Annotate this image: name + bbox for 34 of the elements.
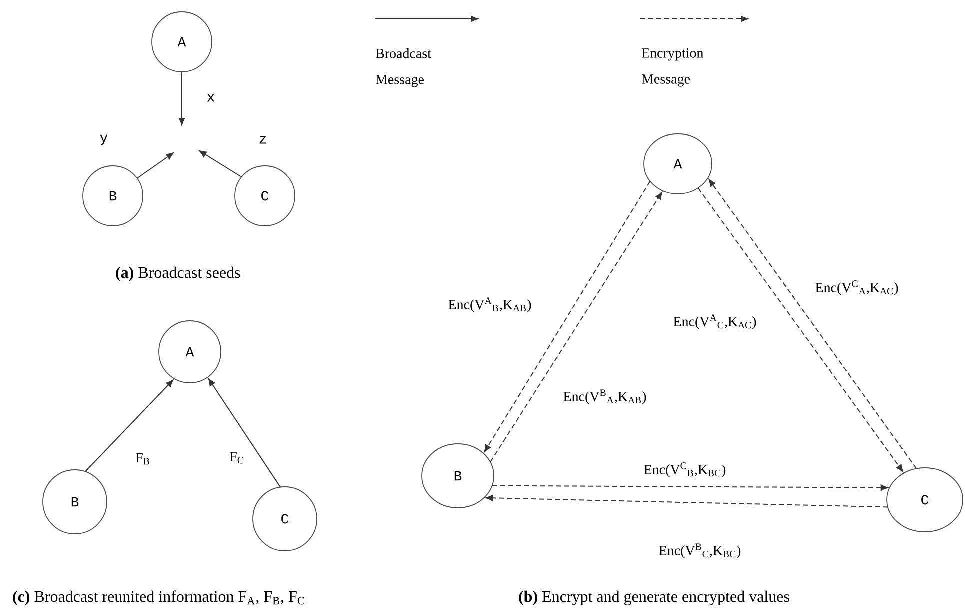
arrow [208,378,282,488]
circle-node: C [252,486,318,552]
circle-node: B [82,166,144,226]
edge-label: Enc(V$^{B}$$_{A}$,K$_{AB}$) [562,388,648,406]
edge-label: Enc(V$^{C}$$_{B}$,K$_{BC}$) [642,462,728,478]
edge-label: Enc(V$^{A}$$_{B}$,K$_{AB}$) [447,296,533,314]
arrow [484,180,651,452]
ellipse-node: A [644,134,712,194]
edge-label: F$_{C}$ [228,451,246,465]
caption: (c) Broadcast reunited information F$_{A}$, F$_{B}$, F$_{C}$ [13,590,304,606]
edge-label: Enc(V$^{C}$$_{A}$,K$_{AC}$) [814,280,900,296]
edge-label: F$_{B}$ [134,452,152,466]
edge-label: Enc(V$^{B}$$_{C}$,K$_{BC}$) [658,542,742,560]
arrow [486,495,888,508]
arrow [492,484,888,491]
legend-text: Encryption Message [642,48,704,87]
edge-label: y [98,134,110,146]
arrow [178,72,186,126]
arrow [136,152,174,179]
caption: (a) Broadcast seeds [116,266,240,282]
ellipse-node: B [422,444,494,508]
arrow [490,192,662,463]
edge-label: Enc(V$^{A}$$_{C}$,K$_{AC}$) [672,314,758,330]
ellipse-node: C [886,468,964,532]
circle-node: C [234,166,296,226]
edge-label: z [258,135,268,145]
circle-node: A [152,12,212,72]
circle-node: A [158,320,222,384]
caption: (b) Encrypt and generate encrypted values [519,590,790,606]
circle-node: B [42,470,108,534]
arrow [84,380,174,472]
arrow [199,150,242,178]
legend-text: Broadcast Message [376,48,432,88]
edge-label: x [206,93,216,103]
